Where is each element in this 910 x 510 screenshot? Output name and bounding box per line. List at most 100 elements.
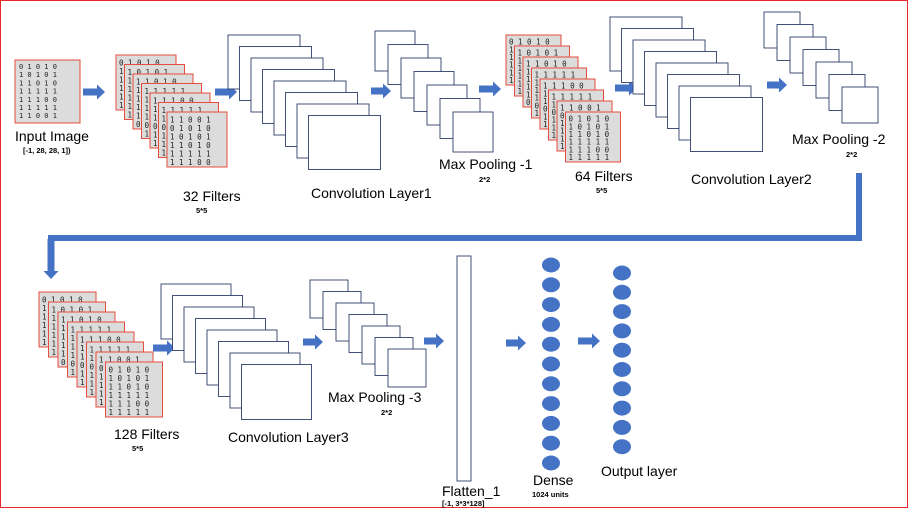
conv3-stack (160, 283, 312, 420)
matrix-digits: 1 0 1 0 1 (52, 306, 93, 315)
matrix-digits: 1 1 1 0 0 (153, 97, 194, 106)
conv1-label: Convolution Layer1 (311, 185, 432, 201)
arrow-maxpool1-to-filters64 (479, 81, 501, 97)
matrix-digits: 1 0 1 0 1 (170, 133, 211, 142)
arrow-dense-to-output (578, 333, 600, 349)
filters64-size-label: 5*5 (596, 186, 608, 195)
output-node (613, 439, 631, 455)
matrix-digits: 1 1 1 1 1 (19, 88, 57, 96)
arrow-conv2-to-maxpool2 (767, 77, 787, 93)
matrix-digits: 1 1 1 1 1 (109, 391, 150, 400)
dense-node (542, 376, 560, 392)
matrix-digits: 1 1 1 0 0 (543, 82, 584, 91)
matrix-digits: 1 1 0 0 1 (19, 112, 57, 120)
dense-units-label: 1024 units (532, 490, 569, 499)
conv3-stack-map (241, 364, 312, 420)
dense-node (542, 316, 560, 332)
arrow-conv1-to-maxpool1 (371, 83, 391, 99)
arrow-input-to-filters32 (83, 84, 105, 100)
dense-node (542, 297, 560, 313)
input-shape-label: [-1, 28, 28, 1]) (23, 146, 71, 155)
flatten-shape-label: [-1, 3*3*128] (442, 499, 485, 508)
dense-node (542, 336, 560, 352)
dense-node (542, 257, 560, 273)
arrow-maxpool3-to-flatten (424, 333, 444, 349)
output-node (613, 265, 631, 281)
output-node (613, 284, 631, 300)
matrix-digits: 0 1 0 1 0 (170, 124, 211, 133)
output-node (613, 323, 631, 339)
conv1-stack (227, 34, 381, 170)
output-node (613, 342, 631, 358)
matrix-digits: 0 1 0 1 0 (109, 366, 150, 375)
maxpool3-stack (309, 279, 427, 388)
matrix-digits: 1 1 0 0 1 (99, 356, 140, 365)
matrix-digits: 1 1 1 1 1 (170, 150, 211, 159)
maxpool1-label: Max Pooling -1 (439, 156, 533, 172)
matrix-digits: 1 1 1 0 0 (170, 158, 211, 167)
matrix-digits: 1 1 1 0 0 (569, 145, 610, 154)
matrix-digits: 0 1 0 1 0 (569, 115, 610, 124)
filters32-size-label: 5*5 (196, 206, 208, 215)
dense-nodes (542, 257, 560, 471)
dense-node (542, 356, 560, 372)
dense-node (542, 396, 560, 412)
maxpool2-stack-map (841, 86, 879, 124)
input-image-label: Input Image (15, 128, 89, 144)
matrix-digits: 1 1 0 1 0 (109, 383, 150, 392)
conv1-stack-map (308, 115, 381, 170)
matrix-digits: 1 1 0 1 0 (61, 316, 102, 325)
matrix-digits: 1 1 0 1 0 (19, 79, 57, 87)
filters64-label: 64 Filters (575, 168, 633, 184)
output-layer-label: Output layer (601, 463, 678, 479)
maxpool2-size-label: 2*2 (846, 150, 858, 159)
filters128-label: 128 Filters (114, 426, 180, 442)
matrix-digits: 1 1 1 1 1 (90, 346, 131, 355)
conv3-label: Convolution Layer3 (228, 429, 349, 445)
matrix-digits: 1 1 1 1 1 (569, 153, 610, 162)
maxpool3-size-label: 2*2 (381, 408, 393, 417)
matrix-digits: 1 1 0 1 0 (526, 60, 567, 69)
matrix-digits: 1 0 1 0 1 (109, 374, 150, 383)
matrix-digits: 1 1 1 0 0 (19, 96, 57, 104)
dense-label: Dense (533, 472, 574, 488)
matrix-frame (166, 111, 228, 168)
matrix-digits: 1 1 0 1 0 (136, 78, 177, 87)
output-node (613, 362, 631, 377)
matrix-digits: 1 1 0 0 1 (560, 104, 601, 113)
filters32-stack-matrix: 1 1 0 0 10 1 0 1 01 0 1 0 11 1 0 1 01 1 … (166, 111, 228, 168)
matrix-digits: 1 0 1 0 1 (569, 122, 610, 131)
filters32-stack: 0 1 0 1 01 0 1 0 11 1 0 1 01 1 1 1 11 1 … (115, 54, 228, 168)
matrix-digits: 1 1 1 1 1 (535, 71, 576, 80)
matrix-frame (565, 111, 621, 163)
output-node (613, 400, 631, 416)
filters128-stack: 0 1 0 1 01 0 1 0 11 1 0 1 01 1 1 1 11 1 … (38, 291, 163, 418)
matrix-digits: 1 1 1 1 1 (145, 87, 186, 96)
arrow-filters128-to-conv3 (153, 340, 175, 356)
matrix-digits: 1 0 1 0 1 (19, 71, 57, 79)
maxpool1-size-label: 2*2 (479, 175, 491, 184)
maxpool2-label: Max Pooling -2 (792, 131, 886, 147)
output-node (613, 419, 631, 435)
dense-node (542, 277, 560, 293)
arrow-conv3-to-maxpool3 (303, 334, 323, 350)
matrix-digits: 1 0 1 0 1 (518, 49, 559, 58)
matrix-frame (14, 59, 81, 124)
maxpool3-label: Max Pooling -3 (328, 389, 422, 405)
matrix-digits: 1 1 1 1 1 (19, 104, 57, 112)
connector-vertical-right (856, 173, 862, 241)
matrix-digits: 1 1 1 1 1 (569, 138, 610, 147)
output-node (613, 381, 631, 397)
connector-down-arrow (43, 239, 59, 279)
matrix-digits: 1 1 1 0 0 (109, 400, 150, 409)
maxpool2-stack (763, 11, 879, 124)
filters128-size-label: 5*5 (132, 444, 144, 453)
input-image-matrix: 0 1 0 1 01 0 1 0 11 1 0 1 01 1 1 1 11 1 … (14, 59, 81, 124)
matrix-digits: 1 1 1 1 1 (162, 106, 203, 115)
arrow-filters64-to-conv2 (615, 80, 637, 96)
matrix-digits: 1 1 1 0 0 (80, 336, 121, 345)
matrix-digits: 0 1 0 1 0 (509, 38, 550, 47)
dense-node (542, 435, 560, 451)
